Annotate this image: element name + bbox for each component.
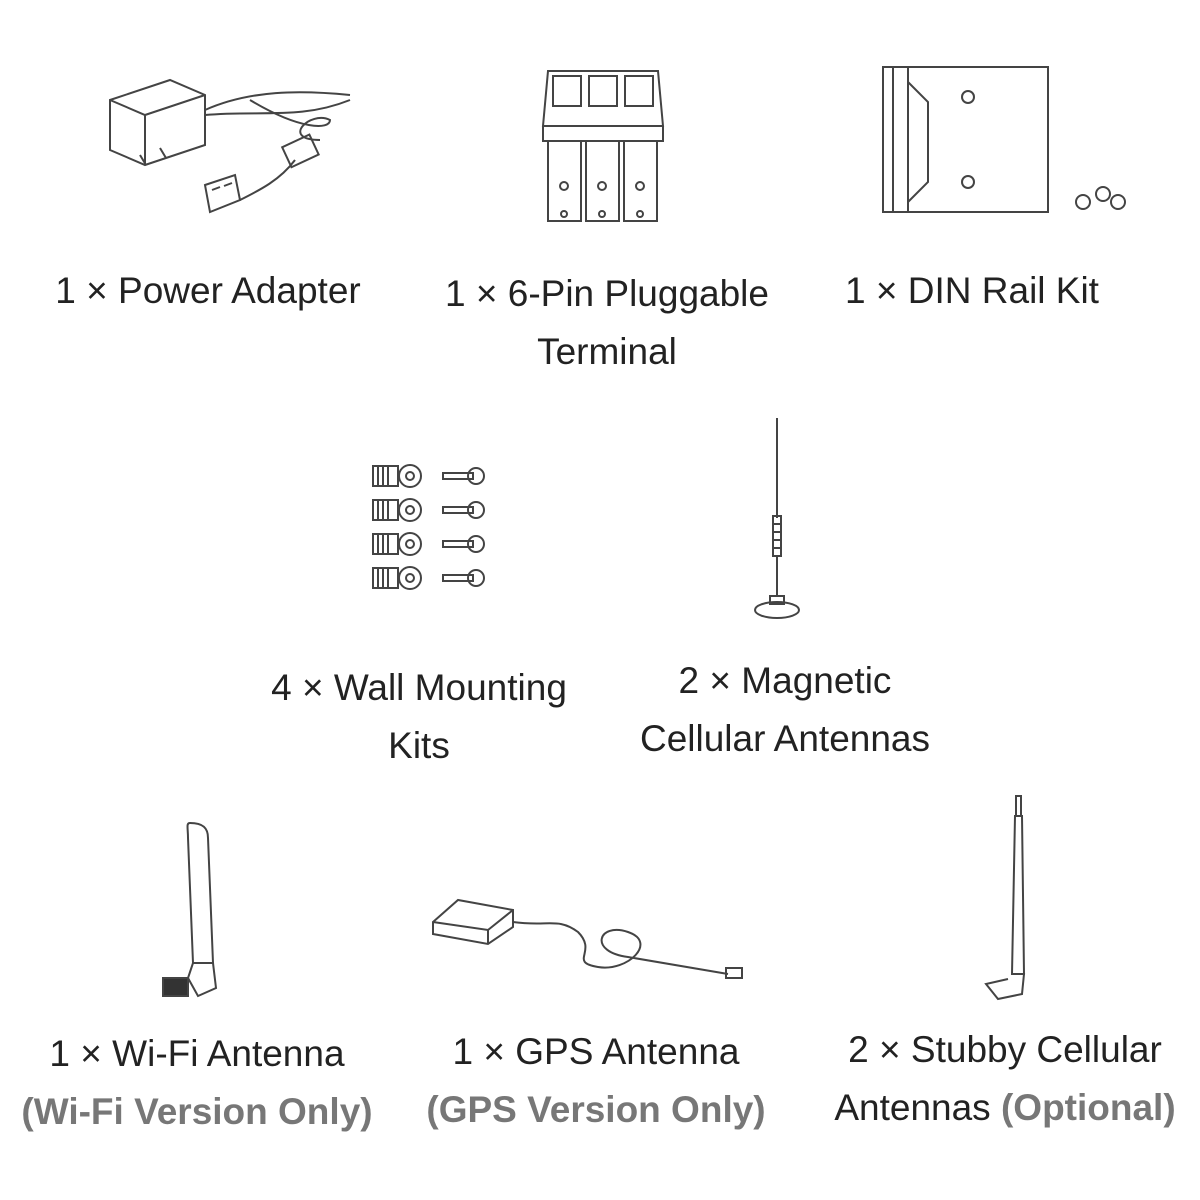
label-line: Antennas [834, 1087, 991, 1128]
label-line: 1 × DIN Rail Kit [845, 270, 1099, 311]
item-label-power-adapter: 1 × Power Adapter [55, 262, 360, 320]
item-label-magnetic-antennas: 2 × Magnetic Cellular Antennas [640, 652, 930, 768]
din-rail-kit-icon [882, 66, 1126, 213]
item-label-din-rail-kit: 1 × DIN Rail Kit [845, 262, 1099, 320]
label-line: 2 × Magnetic [678, 660, 892, 701]
item-label-gps-antenna: 1 × GPS Antenna (GPS Version Only) [426, 1023, 765, 1139]
gps-antenna-icon [432, 898, 743, 979]
wifi-antenna-icon [162, 821, 218, 998]
label-line: 1 × Power Adapter [55, 270, 361, 311]
wall-mounting-kit-icon [372, 464, 485, 590]
label-line: 1 × GPS Antenna [452, 1031, 740, 1072]
pluggable-terminal-icon [541, 70, 665, 222]
label-line: 1 × 6-Pin Pluggable [445, 273, 769, 314]
version-note: (Wi-Fi Version Only) [21, 1091, 373, 1132]
power-adapter-icon [109, 78, 351, 214]
item-label-stubby-antennas: 2 × Stubby Cellular Antennas (Optional) [834, 1021, 1175, 1137]
magnetic-antenna-icon [754, 418, 800, 619]
label-line: Kits [388, 725, 450, 766]
label-line: 4 × Wall Mounting [271, 667, 567, 708]
label-line: 1 × Wi-Fi Antenna [49, 1033, 345, 1074]
item-label-wall-mounting-kits: 4 × Wall Mounting Kits [271, 659, 567, 775]
version-note: (GPS Version Only) [426, 1089, 766, 1130]
label-line: Cellular Antennas [639, 718, 931, 759]
item-label-wifi-antenna: 1 × Wi-Fi Antenna (Wi-Fi Version Only) [21, 1025, 372, 1141]
stubby-antenna-icon [984, 795, 1026, 1001]
label-line: Terminal [537, 331, 677, 372]
item-label-pluggable-terminal: 1 × 6-Pin Pluggable Terminal [445, 265, 769, 381]
label-line: 2 × Stubby Cellular [848, 1029, 1162, 1070]
optional-note: (Optional) [1000, 1087, 1176, 1128]
